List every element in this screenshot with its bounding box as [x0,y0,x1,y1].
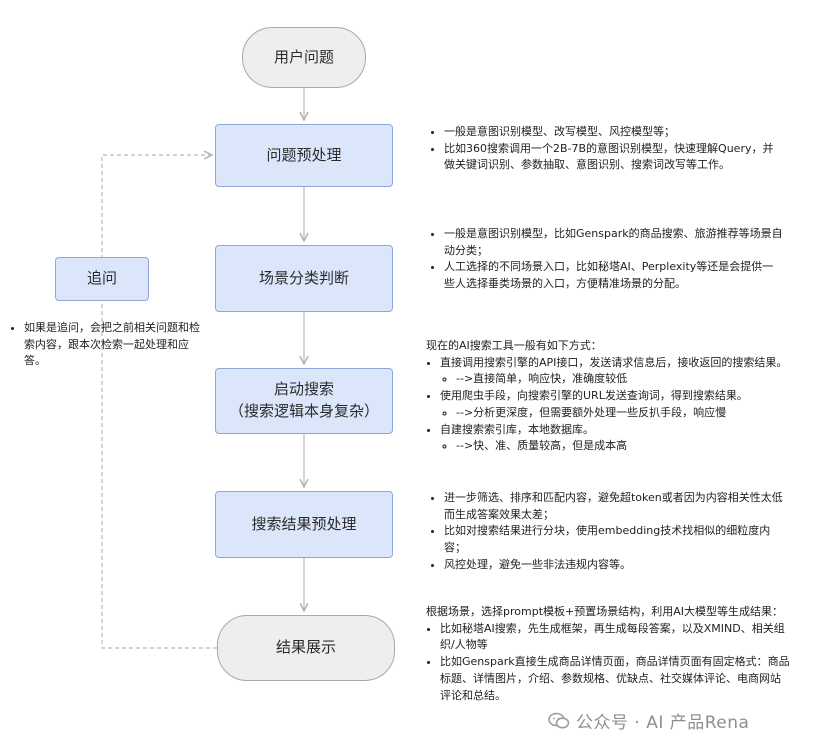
note-followup: 如果是追问，会把之前相关问题和检索内容，跟本次检索一起处理和应答。 [4,320,204,370]
wechat-icon [548,712,570,729]
note-item-text: 使用爬虫手段，向搜索引擎的URL发送查询词，得到搜索结果。 [440,389,748,403]
note-scene: 一般是意图识别模型，比如Genspark的商品搜索、旅游推荐等场景自动分类； 人… [424,226,784,293]
note-item: 风控处理，避免一些非法违规内容等。 [444,557,786,574]
note-item: 直接调用搜索引擎的API接口，发送请求信息后，接收返回的搜索结果。 -->直接简… [440,355,790,388]
note-item: 进一步筛选、排序和匹配内容，避免超token或者因为内容相关性太低而生成答案效果… [444,490,786,523]
note-subitem: -->分析更深度，但需要额外处理一些反扒手段，响应慢 [456,405,790,422]
node-user-question: 用户问题 [242,27,366,88]
node-result-show-label: 结果展示 [275,638,336,657]
node-scene-judge-label: 场景分类判断 [258,268,349,287]
node-start-search: 启动搜索 （搜索逻辑本身复杂） [215,368,393,434]
node-scene-judge: 场景分类判断 [215,245,393,312]
note-item: 一般是意图识别模型，比如Genspark的商品搜索、旅游推荐等场景自动分类； [444,226,784,259]
note-search-intro: 现在的AI搜索工具一般有如下方式： [426,339,602,352]
note-preprocess: 一般是意图识别模型、改写模型、风控模型等； 比如360搜索调用一个2B-7B的意… [424,124,784,174]
node-start-search-sublabel: （搜索逻辑本身复杂） [228,402,379,420]
note-item: 使用爬虫手段，向搜索引擎的URL发送查询词，得到搜索结果。 -->分析更深度，但… [440,388,790,421]
note-result-preprocess: 进一步筛选、排序和匹配内容，避免超token或者因为内容相关性太低而生成答案效果… [424,490,786,574]
note-result-show-intro: 根据场景，选择prompt模板+预置场景结构，利用AI大模型等生成结果： [426,605,783,618]
node-question-preprocess: 问题预处理 [215,124,393,187]
note-search: 现在的AI搜索工具一般有如下方式： 直接调用搜索引擎的API接口，发送请求信息后… [420,338,790,455]
note-subitem: -->直接简单，响应快，准确度较低 [456,371,790,388]
node-user-question-label: 用户问题 [273,47,334,66]
node-start-search-label: 启动搜索 [273,380,334,399]
node-question-preprocess-label: 问题预处理 [266,145,342,164]
note-item: 一般是意图识别模型、改写模型、风控模型等； [444,124,784,141]
node-result-show: 结果展示 [217,615,395,681]
note-subitem: -->快、准、质量较高，但是成本高 [456,438,790,455]
note-item-text: 直接调用搜索引擎的API接口，发送请求信息后，接收返回的搜索结果。 [440,355,788,369]
note-item-text: 自建搜索索引库，本地数据库。 [440,422,594,436]
feedback-loop-arrow [101,155,217,649]
note-item: 比如秘塔AI搜索，先生成框架，再生成每段答案，以及XMIND、相关组织/人物等 [440,621,790,654]
note-item: 如果是追问，会把之前相关问题和检索内容，跟本次检索一起处理和应答。 [24,320,204,370]
watermark: 公众号 · AI 产品Rena [548,708,749,733]
node-followup-label: 追问 [86,269,117,288]
node-result-preprocess: 搜索结果预处理 [215,491,393,558]
note-result-show: 根据场景，选择prompt模板+预置场景结构，利用AI大模型等生成结果： 比如秘… [420,604,790,704]
node-result-preprocess-label: 搜索结果预处理 [251,514,357,533]
node-followup: 追问 [55,257,149,301]
note-item: 人工选择的不同场景入口，比如秘塔AI、Perplexity等还是会提供一些人选择… [444,259,784,292]
watermark-text: 公众号 · AI 产品Rena [576,713,750,733]
note-item: 自建搜索索引库，本地数据库。 -->快、准、质量较高，但是成本高 [440,422,790,455]
note-item: 比如360搜索调用一个2B-7B的意图识别模型，快速理解Query，并做关键词识… [444,141,784,174]
note-item: 比如对搜索结果进行分块，使用embedding技术找相似的细粒度内容； [444,523,786,556]
note-item: 比如Genspark直接生成商品详情页面，商品详情页面有固定格式：商品标题、详情… [440,654,790,704]
